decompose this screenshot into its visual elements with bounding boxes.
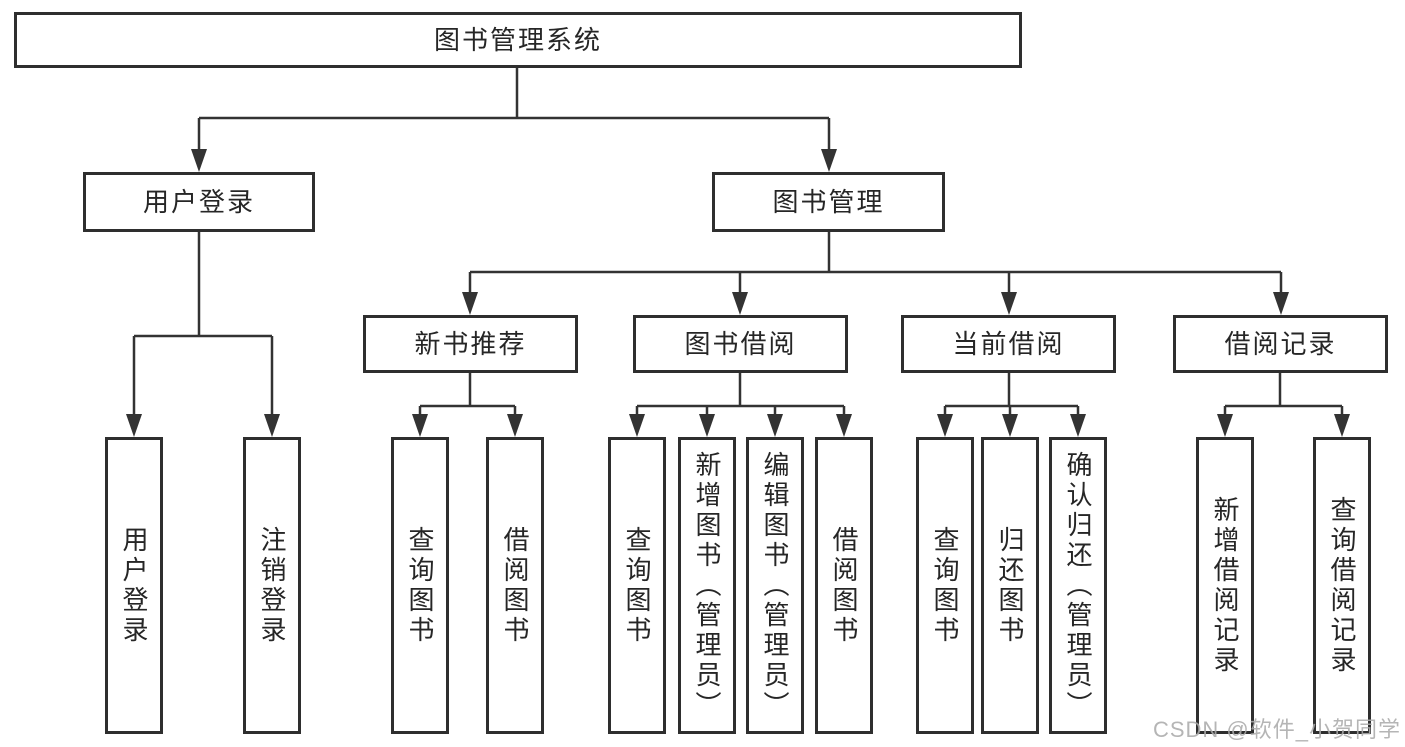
node-book-management: 图书管理 bbox=[712, 172, 945, 232]
arrowhead-icons bbox=[126, 149, 1350, 437]
leaf-add-book-admin: 新增图书（管理员） bbox=[678, 437, 736, 734]
leaf-user-login: 用户登录 bbox=[105, 437, 163, 734]
leaf-query-books-current: 查询图书 bbox=[916, 437, 974, 734]
leaf-query-books-borrow: 查询图书 bbox=[608, 437, 666, 734]
leaf-edit-book-admin: 编辑图书（管理员） bbox=[746, 437, 804, 734]
leaf-query-books-recommend: 查询图书 bbox=[391, 437, 449, 734]
leaf-return-book: 归还图书 bbox=[981, 437, 1039, 734]
csdn-watermark: CSDN @软件_小贺同学 bbox=[1152, 717, 1401, 742]
leaf-query-borrow-record: 查询借阅记录 bbox=[1313, 437, 1371, 734]
node-library-management-system: 图书管理系统 bbox=[14, 12, 1022, 68]
node-current-borrow: 当前借阅 bbox=[901, 315, 1116, 373]
node-new-book-recommend: 新书推荐 bbox=[363, 315, 578, 373]
leaf-add-borrow-record: 新增借阅记录 bbox=[1196, 437, 1254, 734]
node-user-login: 用户登录 bbox=[83, 172, 315, 232]
node-book-borrow: 图书借阅 bbox=[633, 315, 848, 373]
node-borrow-records: 借阅记录 bbox=[1173, 315, 1388, 373]
leaf-borrow-book-recommend: 借阅图书 bbox=[486, 437, 544, 734]
leaf-logout: 注销登录 bbox=[243, 437, 301, 734]
leaf-borrow-book: 借阅图书 bbox=[815, 437, 873, 734]
leaf-confirm-return-admin: 确认归还（管理员） bbox=[1049, 437, 1107, 734]
